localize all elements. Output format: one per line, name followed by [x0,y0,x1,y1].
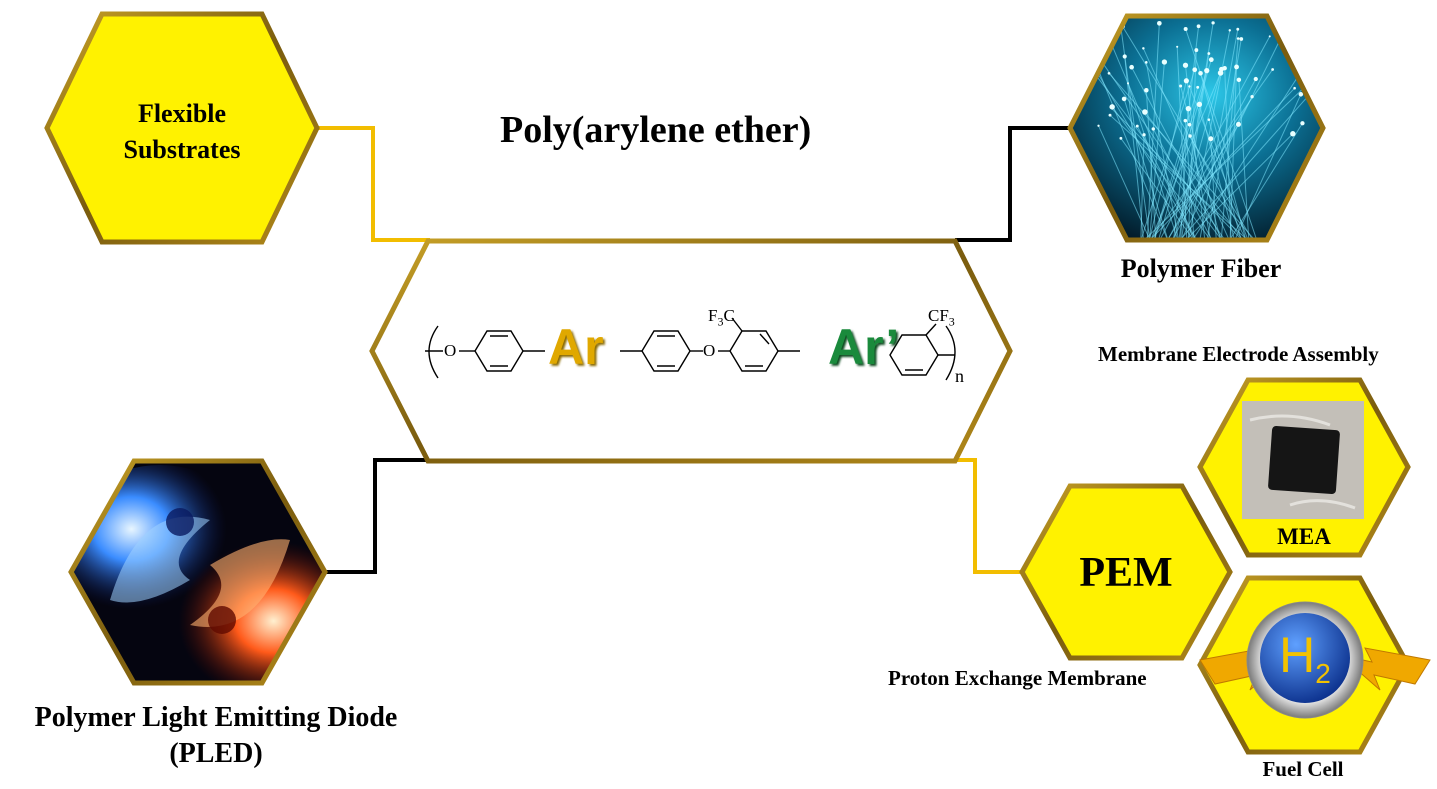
h2-sub: 2 [1315,658,1331,689]
h2-h: H [1279,627,1316,683]
h2-icon [1260,613,1350,703]
cf3-left-f: F [708,306,718,325]
ar-prime-label: Ar’ [828,319,900,375]
mea-label: MEA [1277,524,1331,549]
flexible-substrates-line1: Flexible [137,99,227,128]
pem-caption: Proton Exchange Membrane [888,666,1147,690]
cf3-right-sub: 3 [948,314,955,329]
connector-flexible-substrates [315,126,430,242]
mea-photo [1242,401,1364,519]
polymer-structure [425,317,956,381]
cf3-left-sub: 3 [717,314,724,329]
pled-image [71,461,325,683]
oxygen-1-label: O [444,341,457,360]
connector-pled [325,458,430,574]
cf3-left-label: F3C [708,306,735,329]
flexible-substrates-hexagon [44,11,320,245]
connector-pem [955,458,1022,574]
pem-label: PEM [1079,550,1173,596]
ar-label: Ar [548,319,604,375]
connector-polymer-fiber [955,126,1070,242]
page-title: Poly(arylene ether) [500,109,812,151]
pled-caption-line2: (PLED) [169,738,263,769]
polymer-fiber-image [1070,16,1323,240]
pem-hexagon [1019,483,1233,661]
pled-caption-line1: Polymer Light Emitting Diode [34,702,398,733]
flexible-substrates-label: Flexible Substrates [92,96,272,168]
pled-caption: Polymer Light Emitting Diode (PLED) [10,700,422,772]
cf3-left-c: C [723,306,735,325]
polymer-fiber-caption: Polymer Fiber [1120,254,1282,283]
flexible-substrates-line2: Substrates [123,135,241,164]
cf3-right-label: CF3 [928,306,955,329]
fuel-cell-label: Fuel Cell [1262,757,1344,781]
subscript-n: n [955,366,964,386]
cf3-right-cf: CF [928,306,949,325]
h2-label: H2 [1265,626,1345,690]
polymer-fiber-hexagon [1067,13,1326,243]
oxygen-2-label: O [703,341,716,360]
mea-heading: Membrane Electrode Assembly [1098,342,1379,366]
pled-hexagon [68,458,328,686]
